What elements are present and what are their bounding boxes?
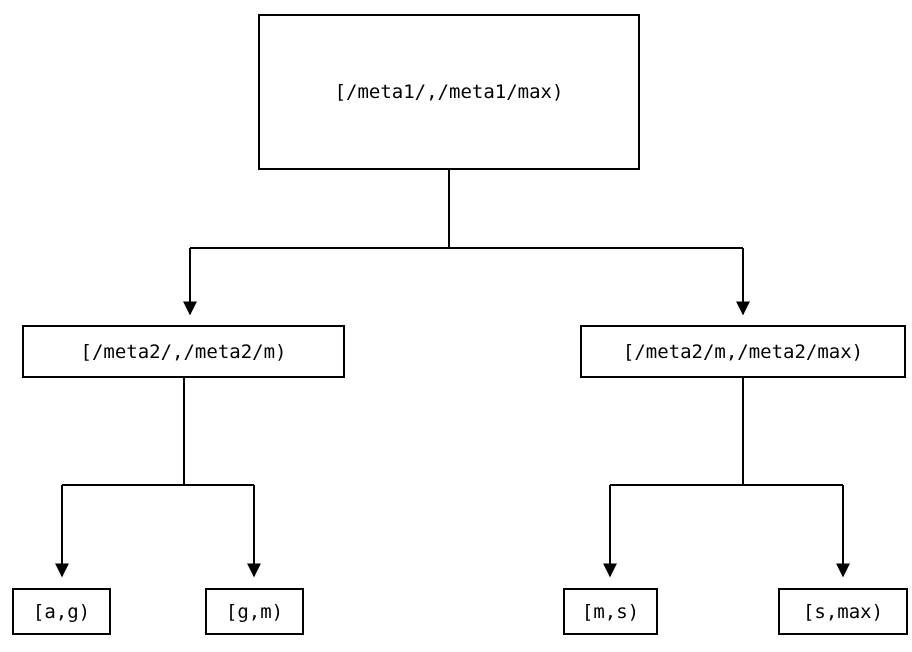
node-leaf-ms: [m,s) (563, 588, 658, 635)
node-leaf-ag-label: [a,g) (32, 600, 91, 623)
node-leaf-ms-label: [m,s) (581, 600, 640, 623)
node-leaf-smax-label: [s,max) (802, 600, 884, 623)
node-root: [/meta1/,/meta1/max) (258, 14, 640, 170)
node-leaf-gm: [g,m) (205, 588, 304, 635)
node-level2-left-label: [/meta2/,/meta2/m) (80, 340, 287, 363)
node-leaf-ag: [a,g) (12, 588, 111, 635)
node-level2-right: [/meta2/m,/meta2/max) (580, 325, 906, 378)
node-leaf-smax: [s,max) (778, 588, 908, 635)
node-level2-right-label: [/meta2/m,/meta2/max) (622, 340, 864, 363)
node-leaf-gm-label: [g,m) (225, 600, 284, 623)
node-level2-left: [/meta2/,/meta2/m) (22, 325, 345, 378)
node-root-label: [/meta1/,/meta1/max) (334, 81, 564, 103)
